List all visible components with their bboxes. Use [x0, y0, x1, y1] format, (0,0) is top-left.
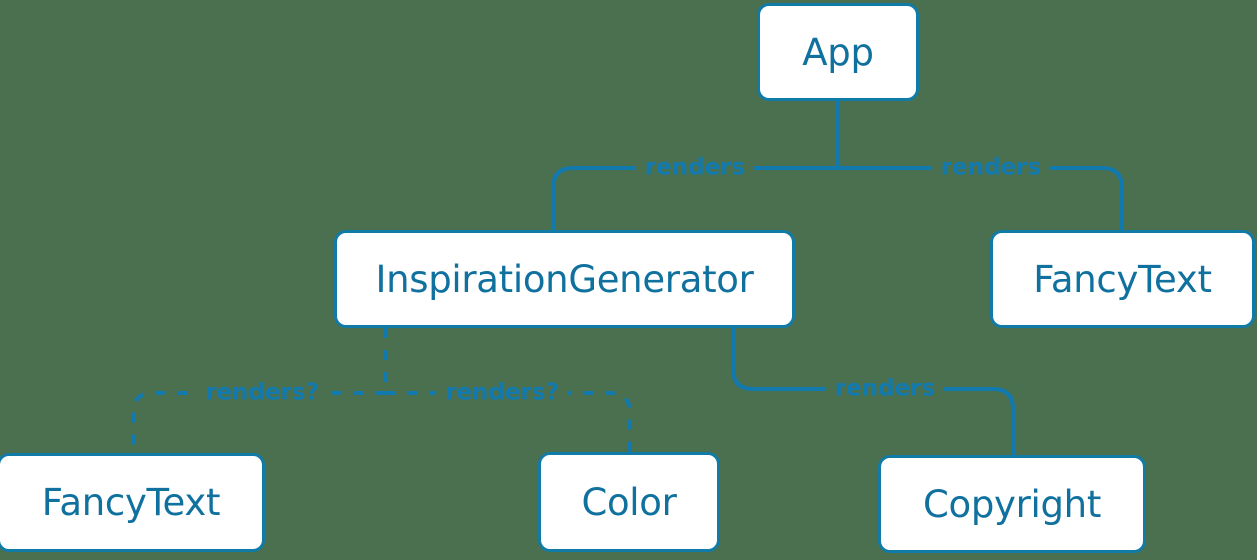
node-copyright[interactable]: Copyright	[878, 455, 1146, 553]
edge-app-to-inspiration-generator	[551, 166, 840, 232]
edge-label-inspiration-generator-to-copyright: renders	[825, 377, 945, 401]
node-color-label: Color	[581, 480, 677, 524]
node-app[interactable]: App	[757, 3, 919, 101]
edge-label-inspiration-generator-to-fancytext: renders?	[196, 381, 328, 405]
node-color[interactable]: Color	[538, 452, 720, 552]
node-inspiration-generator[interactable]: InspirationGenerator	[334, 230, 795, 328]
edge-label-inspiration-generator-to-color: renders?	[436, 381, 568, 405]
node-fancytext-right[interactable]: FancyText	[990, 230, 1255, 328]
edge-inspiration-generator-to-color	[385, 391, 632, 452]
edge-inspiration-generator-to-fancytext	[131, 391, 385, 453]
node-fancytext-left-label: FancyText	[41, 481, 221, 524]
edge-label-app-to-inspiration-generator: renders	[635, 156, 755, 180]
node-fancytext-right-label: FancyText	[1033, 257, 1212, 301]
edge-app-to-fancytext	[836, 166, 1124, 232]
edge-label-app-to-fancytext: renders	[931, 156, 1051, 180]
node-copyright-label: Copyright	[922, 482, 1102, 526]
node-inspiration-generator-label: InspirationGenerator	[375, 257, 754, 301]
node-app-label: App	[802, 30, 874, 74]
node-fancytext-left[interactable]: FancyText	[0, 453, 265, 552]
